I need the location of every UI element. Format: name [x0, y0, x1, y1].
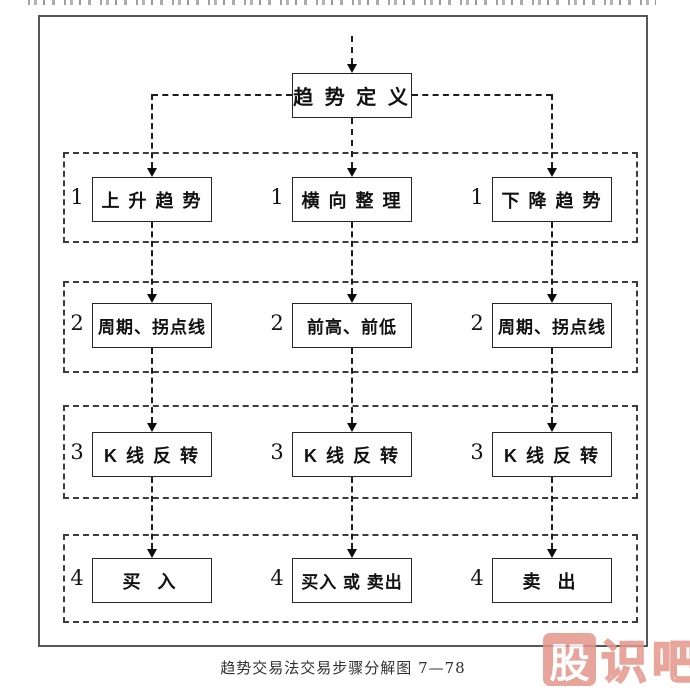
arrowhead-down-icon — [147, 423, 157, 432]
flow-node-buy-or-sell: 买入 或 卖出 — [292, 558, 412, 603]
arrowhead-down-icon — [147, 549, 157, 558]
watermark-boxed-char: 股 — [543, 633, 596, 686]
flow-node-downtrend: 下 降 趋 势 — [492, 177, 612, 222]
flow-node-k-line-reversal-3: K 线 反 转 — [492, 432, 612, 477]
step-group-4 — [63, 534, 638, 623]
arrowhead-down-icon — [547, 168, 557, 177]
arrowhead-down-icon — [347, 294, 357, 303]
step-number: 1 — [470, 185, 484, 209]
connector-r1-r2-col1 — [151, 222, 153, 294]
step-number: 3 — [270, 440, 284, 464]
connector-r2-r3-col2 — [351, 348, 353, 423]
connector-root-col3 — [551, 94, 553, 168]
clipped-text-row — [28, 0, 656, 5]
arrowhead-down-icon — [347, 549, 357, 558]
connector-root-col1 — [151, 94, 153, 168]
step-number: 3 — [470, 440, 484, 464]
arrowhead-down-icon — [547, 294, 557, 303]
step-number: 2 — [270, 311, 284, 335]
step-number: 2 — [70, 311, 84, 335]
step-group-2 — [63, 281, 638, 373]
figure-caption: 趋势交易法交易步骤分解图 7—78 — [220, 659, 466, 677]
step-group-3 — [63, 405, 638, 499]
connector-r3-r4-col1 — [151, 477, 153, 549]
flow-node-buy: 买 入 — [92, 558, 212, 603]
flow-node-prior-high-low: 前高、前低 — [292, 303, 412, 348]
step-number: 4 — [70, 566, 84, 590]
step-group-1 — [63, 152, 638, 243]
flow-node-sell: 卖 出 — [492, 558, 612, 603]
arrowhead-down-icon — [147, 294, 157, 303]
connector-root-col2 — [351, 118, 353, 168]
step-number: 2 — [470, 311, 484, 335]
flow-node-k-line-reversal-2: K 线 反 转 — [292, 432, 412, 477]
arrowhead-down-icon — [347, 168, 357, 177]
arrowhead-down-icon — [547, 549, 557, 558]
arrowhead-down-icon — [547, 423, 557, 432]
connector-r2-r3-col3 — [551, 348, 553, 423]
connector-r1-r2-col3 — [551, 222, 553, 294]
flow-node-cycle-pivot-line-right: 周期、拐点线 — [492, 303, 612, 348]
arrowhead-down-icon — [347, 64, 357, 73]
step-number: 1 — [70, 185, 84, 209]
flow-node-k-line-reversal-1: K 线 反 转 — [92, 432, 212, 477]
arrowhead-down-icon — [147, 168, 157, 177]
connector-top-entry — [351, 36, 353, 64]
connector-r3-r4-col2 — [351, 477, 353, 549]
connector-root-right — [412, 94, 552, 96]
step-number: 1 — [270, 185, 284, 209]
watermark-outline-chars: 识吧 — [601, 635, 690, 689]
flow-node-sideways-consolidation: 横 向 整 理 — [292, 177, 412, 222]
connector-r2-r3-col1 — [151, 348, 153, 423]
flow-node-trend-definition: 趋 势 定 义 — [292, 73, 412, 118]
step-number: 4 — [270, 566, 284, 590]
site-watermark: 股 识吧 — [543, 633, 690, 689]
step-number: 4 — [470, 566, 484, 590]
connector-r1-r2-col2 — [351, 222, 353, 294]
connector-root-left — [152, 94, 292, 96]
flow-node-cycle-pivot-line-left: 周期、拐点线 — [92, 303, 212, 348]
svg-text:识吧: 识吧 — [601, 636, 690, 688]
step-number: 3 — [70, 440, 84, 464]
connector-r3-r4-col3 — [551, 477, 553, 549]
flow-node-uptrend: 上 升 趋 势 — [92, 177, 212, 222]
arrowhead-down-icon — [347, 423, 357, 432]
